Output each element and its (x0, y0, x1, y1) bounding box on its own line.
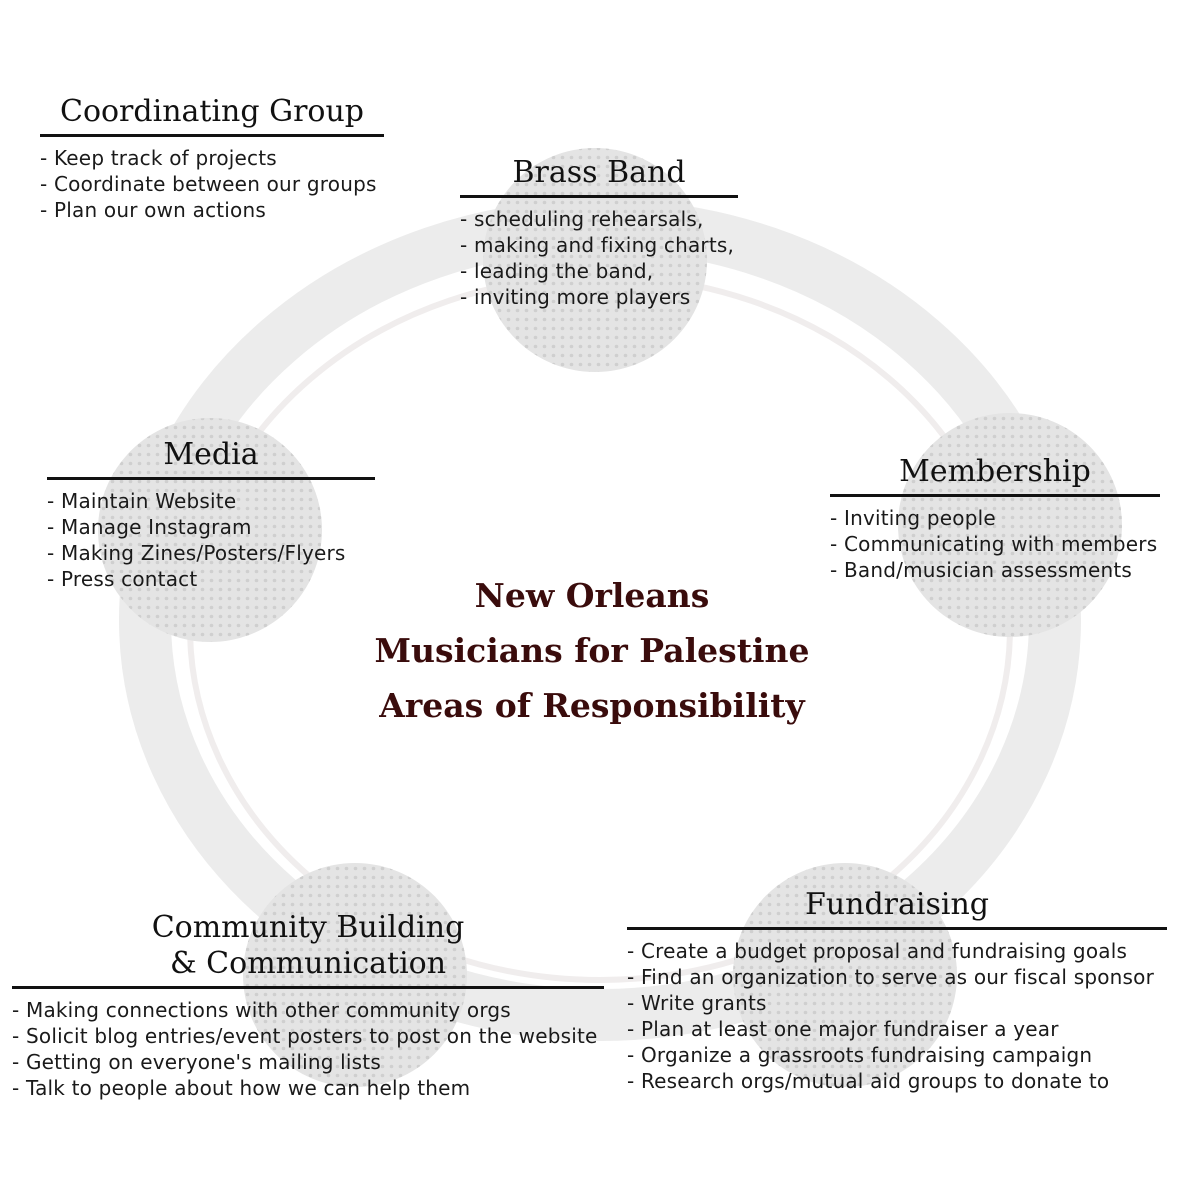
brass-band-group: Brass Band scheduling rehearsals, making… (460, 155, 738, 310)
list-item: Maintain Website (47, 488, 375, 514)
list-item: Write grants (627, 990, 1167, 1016)
list-item: Find an organization to serve as our fis… (627, 964, 1167, 990)
brass-band-heading: Brass Band (512, 155, 686, 190)
membership-list: Inviting people Communicating with membe… (830, 505, 1160, 583)
media-group: Media Maintain Website Manage Instagram … (47, 437, 375, 592)
list-item: Making Zines/Posters/Flyers (47, 540, 375, 566)
coordinating-group: Coordinating Group Keep track of project… (40, 94, 384, 223)
community-list: Making connections with other community … (12, 997, 604, 1101)
list-item: Coordinate between our groups (40, 171, 384, 197)
list-item: making and fixing charts, (460, 232, 738, 258)
list-item: Solicit blog entries/event posters to po… (12, 1023, 604, 1049)
brass-band-rule (460, 195, 738, 198)
list-item: Plan at least one major fundraiser a yea… (627, 1016, 1167, 1042)
membership-rule (830, 494, 1160, 497)
community-heading-line-2: & Communication (169, 946, 447, 981)
media-rule (47, 477, 375, 480)
coordinating-list: Keep track of projects Coordinate betwee… (40, 145, 384, 223)
list-item: Communicating with members (830, 531, 1160, 557)
list-item: Keep track of projects (40, 145, 384, 171)
list-item: Band/musician assessments (830, 557, 1160, 583)
list-item: leading the band, (460, 258, 738, 284)
brass-band-list: scheduling rehearsals, making and fixing… (460, 206, 738, 310)
membership-heading: Membership (899, 454, 1091, 489)
media-list: Maintain Website Manage Instagram Making… (47, 488, 375, 592)
fundraising-rule (627, 927, 1167, 930)
fundraising-heading: Fundraising (805, 887, 989, 922)
list-item: Create a budget proposal and fundraising… (627, 938, 1167, 964)
title-line-3: Areas of Responsibility (379, 686, 805, 725)
title-line-1: New Orleans (474, 576, 710, 615)
list-item: Press contact (47, 566, 375, 592)
list-item: Plan our own actions (40, 197, 384, 223)
coordinating-heading: Coordinating Group (59, 94, 365, 129)
coordinating-rule (40, 134, 384, 137)
community-rule (12, 986, 604, 989)
membership-group: Membership Inviting people Communicating… (830, 454, 1160, 583)
list-item: inviting more players (460, 284, 738, 310)
list-item: scheduling rehearsals, (460, 206, 738, 232)
list-item: Organize a grassroots fundraising campai… (627, 1042, 1167, 1068)
list-item: Research orgs/mutual aid groups to donat… (627, 1068, 1167, 1094)
list-item: Talk to people about how we can help the… (12, 1075, 604, 1101)
list-item: Inviting people (830, 505, 1160, 531)
community-heading-line-1: Community Building (151, 910, 465, 945)
list-item: Getting on everyone's mailing lists (12, 1049, 604, 1075)
community-group: Community Building & Communication Makin… (12, 910, 604, 1101)
page-title: New Orleans Musicians for Palestine Area… (330, 568, 854, 733)
list-item: Making connections with other community … (12, 997, 604, 1023)
list-item: Manage Instagram (47, 514, 375, 540)
media-heading: Media (163, 437, 259, 472)
title-line-2: Musicians for Palestine (374, 631, 810, 670)
fundraising-list: Create a budget proposal and fundraising… (627, 938, 1167, 1094)
fundraising-group: Fundraising Create a budget proposal and… (627, 887, 1167, 1094)
